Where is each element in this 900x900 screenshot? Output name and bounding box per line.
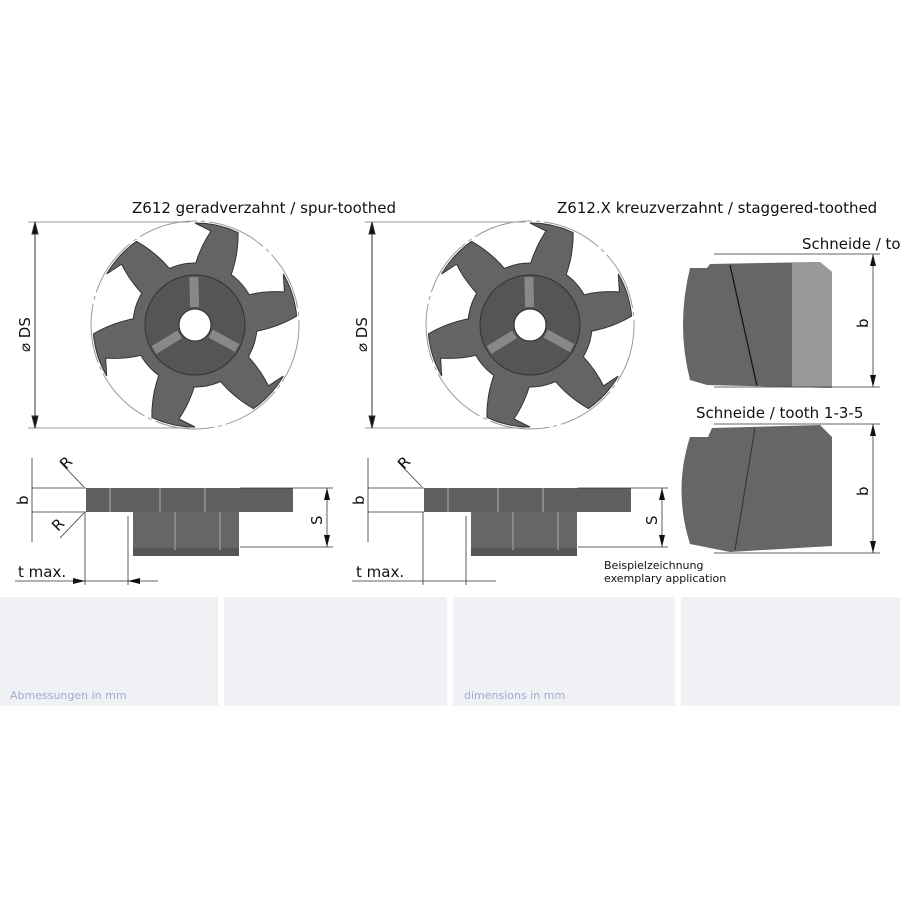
ds-dimension-right — [365, 221, 525, 429]
example-note-de: Beispielzeichnung — [604, 559, 704, 572]
staggered-gear-top-view — [425, 220, 635, 430]
r-label-bottom-left: R — [48, 515, 68, 535]
tooth-2-4-6-view — [683, 253, 880, 388]
staggered-toothed-title: Z612.X kreuzverzahnt / staggered-toothed — [557, 199, 878, 217]
hub-slot — [151, 330, 182, 354]
hub-slot — [543, 329, 575, 352]
b-label-tooth-top: b — [854, 318, 872, 328]
spur-gear-top-view — [90, 220, 300, 430]
r-label-top-left: R — [56, 453, 76, 473]
b-label-left: b — [14, 495, 32, 505]
s-label-right: S — [643, 515, 661, 525]
b-label-right: b — [350, 495, 368, 505]
ds-label-right: ⌀ DS — [353, 317, 371, 352]
tooth-top-title: Schneide / to — [802, 235, 900, 253]
tmax-label-left: t max. — [18, 563, 67, 581]
s-label-left: S — [308, 515, 326, 525]
r-label-top-right: R — [394, 453, 414, 473]
center-hole — [178, 308, 212, 342]
ds-dimension-left — [28, 221, 190, 429]
example-note-en: exemplary application — [604, 572, 727, 585]
center-hole — [513, 308, 547, 342]
dimensions-note-en: dimensions in mm — [464, 689, 566, 702]
spur-toothed-title: Z612 geradverzahnt / spur-toothed — [132, 199, 396, 217]
hub-slot — [189, 276, 200, 308]
dimensions-note-de: Abmessungen in mm — [10, 689, 127, 702]
hub-slot — [524, 276, 535, 308]
tooth-1-3-5-view — [681, 423, 880, 554]
info-panel-4 — [681, 597, 900, 706]
example-drawing-note: Beispielzeichnung exemplary application — [604, 559, 726, 585]
b-label-tooth-bottom: b — [854, 486, 872, 496]
ds-label-left: ⌀ DS — [16, 317, 34, 352]
hub-slot — [208, 329, 240, 352]
tmax-label-right: t max. — [356, 563, 405, 581]
info-panel-2 — [224, 597, 447, 706]
staggered-gear-side-view — [352, 458, 668, 585]
info-panel-1: Abmessungen in mm — [0, 597, 218, 706]
hub-slot — [486, 330, 517, 354]
spur-gear-side-view — [15, 458, 333, 585]
tooth-bottom-title: Schneide / tooth 1-3-5 — [696, 404, 864, 422]
info-panel-3: dimensions in mm — [453, 597, 675, 706]
